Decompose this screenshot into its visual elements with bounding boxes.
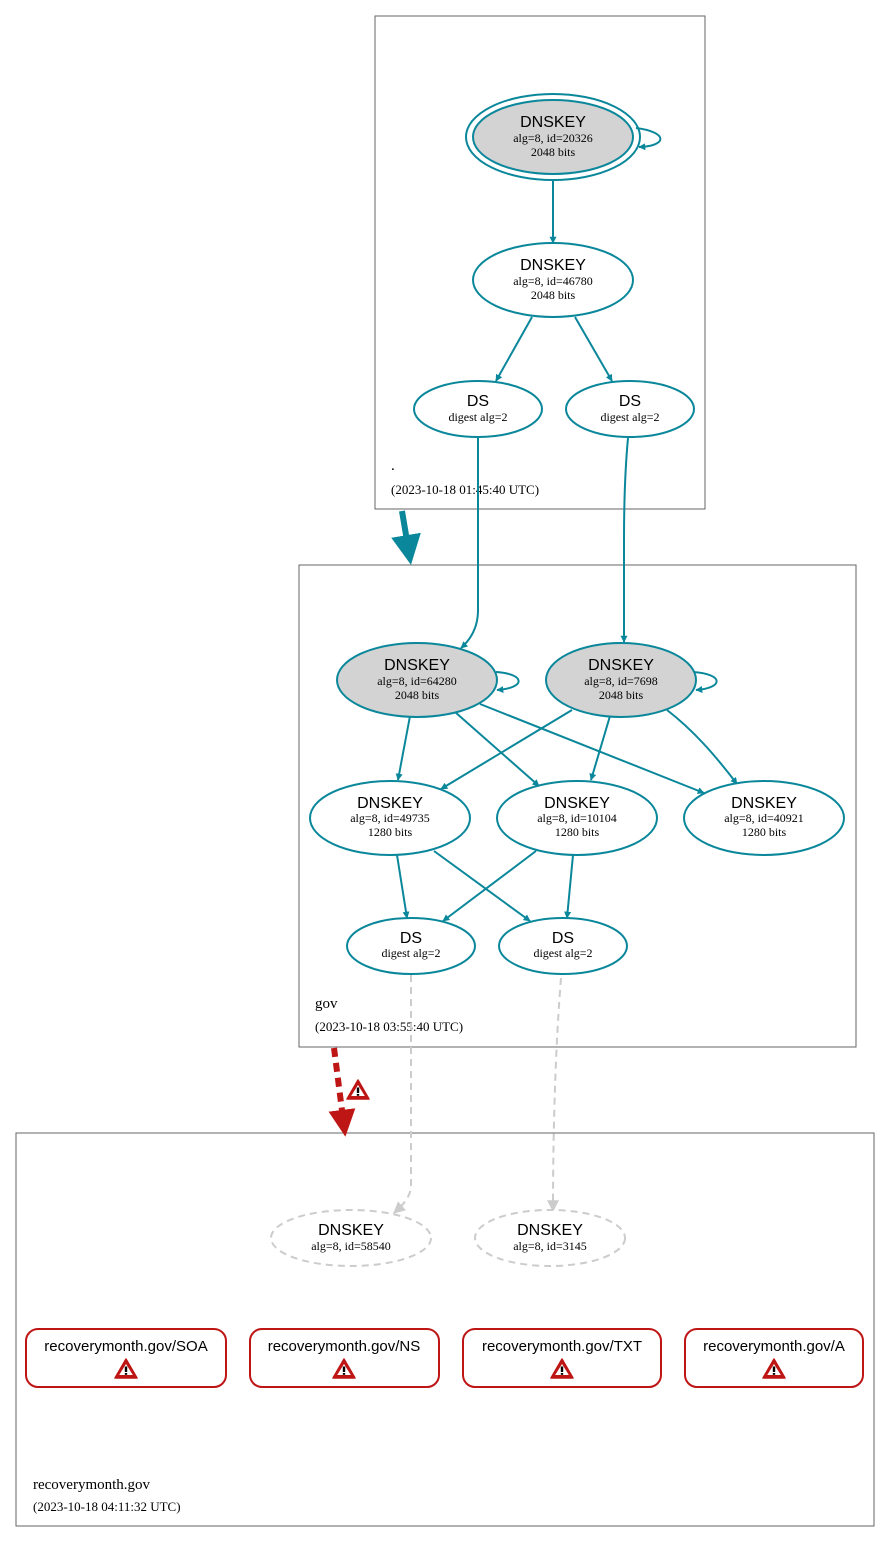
edge-gov-ksk1-self bbox=[495, 671, 520, 694]
edge-root-ds1-to-gov-ksk1 bbox=[460, 438, 479, 649]
rrset-ns: recoverymonth.gov/NS bbox=[249, 1328, 440, 1388]
rrset-a: recoverymonth.gov/A bbox=[684, 1328, 864, 1388]
rrset-a-label: recoverymonth.gov/A bbox=[703, 1338, 845, 1355]
edge-gov-ksk2-to-zsk1 bbox=[440, 709, 573, 790]
node-gov-ksk1-id: alg=8, id=64280 bbox=[377, 674, 457, 688]
node-gov-ksk2-bits: 2048 bits bbox=[599, 688, 644, 702]
node-gov-ds2: DS digest alg=2 bbox=[498, 917, 628, 975]
node-root-zsk-id: alg=8, id=46780 bbox=[513, 274, 593, 288]
node-gov-zsk3: DNSKEY alg=8, id=40921 1280 bits bbox=[683, 780, 845, 856]
zone-recoverymonth-box bbox=[15, 1132, 875, 1527]
node-gov-zsk2-bits: 1280 bits bbox=[555, 825, 600, 839]
delegation-root-to-gov bbox=[391, 510, 421, 565]
node-gov-ksk2: DNSKEY alg=8, id=7698 2048 bits bbox=[545, 642, 697, 718]
node-gov-ds1-digest: digest alg=2 bbox=[381, 946, 440, 960]
rrset-ns-label: recoverymonth.gov/NS bbox=[268, 1338, 421, 1355]
rrset-txt-label: recoverymonth.gov/TXT bbox=[482, 1338, 642, 1355]
node-gov-zsk3-type: DNSKEY bbox=[731, 795, 797, 812]
edge-gov-ksk2-to-zsk2 bbox=[589, 715, 611, 781]
node-rm-key2: DNSKEY alg=8, id=3145 bbox=[474, 1209, 626, 1267]
node-gov-zsk2: DNSKEY alg=8, id=10104 1280 bits bbox=[496, 780, 658, 856]
edge-root-ksk-self bbox=[635, 127, 662, 151]
zone-recoverymonth-name: recoverymonth.gov bbox=[33, 1477, 151, 1493]
node-gov-ds1: DS digest alg=2 bbox=[346, 917, 476, 975]
node-gov-ds2-digest: digest alg=2 bbox=[533, 946, 592, 960]
node-gov-zsk1-id: alg=8, id=49735 bbox=[350, 811, 430, 825]
node-rm-key1-id: alg=8, id=58540 bbox=[311, 1239, 391, 1253]
delegation-warning-icon bbox=[346, 1079, 370, 1100]
node-root-ksk-bits: 2048 bits bbox=[531, 145, 576, 159]
node-root-ds1: DS digest alg=2 bbox=[413, 380, 543, 438]
rrset-soa-label: recoverymonth.gov/SOA bbox=[44, 1338, 207, 1355]
node-root-ds1-type: DS bbox=[467, 393, 489, 410]
node-gov-ksk1-bits: 2048 bits bbox=[395, 688, 440, 702]
edge-gov-zsk1-to-ds2 bbox=[433, 850, 531, 922]
rrset-txt: recoverymonth.gov/TXT bbox=[462, 1328, 662, 1388]
node-rm-key1-type: DNSKEY bbox=[318, 1222, 384, 1239]
node-root-ds2-type: DS bbox=[619, 393, 641, 410]
node-gov-ksk2-type: DNSKEY bbox=[588, 657, 654, 674]
zone-gov-box bbox=[298, 564, 857, 1048]
edge-gov-ds1-to-rm-key1 bbox=[393, 975, 412, 1214]
node-gov-zsk1-type: DNSKEY bbox=[357, 795, 423, 812]
edge-root-ds2-to-gov-ksk2 bbox=[620, 437, 629, 643]
node-root-ds2: DS digest alg=2 bbox=[565, 380, 695, 438]
node-root-ksk-id: alg=8, id=20326 bbox=[513, 131, 593, 145]
edge-gov-zsk2-to-ds2 bbox=[564, 854, 574, 919]
zone-recoverymonth: recoverymonth.gov (2023-10-18 04:11:32 U… bbox=[15, 1132, 875, 1527]
edge-gov-ksk2-to-zsk3 bbox=[666, 709, 738, 785]
node-gov-zsk2-id: alg=8, id=10104 bbox=[537, 811, 617, 825]
node-gov-zsk1-bits: 1280 bits bbox=[368, 825, 413, 839]
node-root-zsk-type: DNSKEY bbox=[520, 257, 586, 274]
zone-gov: gov (2023-10-18 03:55:40 UTC) bbox=[298, 564, 857, 1048]
zone-gov-name: gov bbox=[315, 996, 338, 1012]
node-root-zsk: DNSKEY alg=8, id=46780 2048 bits bbox=[472, 242, 634, 318]
node-rm-key2-type: DNSKEY bbox=[517, 1222, 583, 1239]
zone-root: . (2023-10-18 01:45:40 UTC) bbox=[374, 15, 706, 510]
node-gov-ds2-type: DS bbox=[552, 930, 574, 947]
node-gov-zsk3-id: alg=8, id=40921 bbox=[724, 811, 804, 825]
edge-root-zsk-to-ds1 bbox=[495, 316, 533, 382]
edge-gov-ds2-to-rm-key2 bbox=[547, 977, 562, 1213]
node-gov-ksk1: DNSKEY alg=8, id=64280 2048 bits bbox=[336, 642, 498, 718]
node-root-ksk: DNSKEY alg=8, id=20326 2048 bits bbox=[465, 93, 641, 181]
node-gov-ksk2-id: alg=8, id=7698 bbox=[584, 674, 658, 688]
edges bbox=[328, 127, 738, 1214]
zone-recoverymonth-time: (2023-10-18 04:11:32 UTC) bbox=[33, 1499, 181, 1514]
node-root-ksk-type: DNSKEY bbox=[520, 114, 586, 131]
node-gov-zsk3-bits: 1280 bits bbox=[742, 825, 787, 839]
edge-gov-ksk2-self bbox=[692, 671, 718, 694]
node-root-zsk-bits: 2048 bits bbox=[531, 288, 576, 302]
node-root-ds2-digest: digest alg=2 bbox=[600, 410, 659, 424]
edge-gov-ksk1-to-zsk2 bbox=[454, 711, 540, 787]
edge-root-zsk-to-ds2 bbox=[574, 316, 613, 382]
node-gov-zsk2-type: DNSKEY bbox=[544, 795, 610, 812]
node-gov-ds1-type: DS bbox=[400, 930, 422, 947]
node-rm-key2-id: alg=8, id=3145 bbox=[513, 1239, 587, 1253]
zone-root-name: . bbox=[391, 458, 395, 474]
zone-root-box bbox=[374, 15, 706, 510]
zone-root-time: (2023-10-18 01:45:40 UTC) bbox=[391, 482, 539, 497]
node-gov-zsk1: DNSKEY alg=8, id=49735 1280 bits bbox=[309, 780, 471, 856]
node-rm-key1: DNSKEY alg=8, id=58540 bbox=[270, 1209, 432, 1267]
node-root-ds1-digest: digest alg=2 bbox=[448, 410, 507, 424]
node-gov-ksk1-type: DNSKEY bbox=[384, 657, 450, 674]
edge-gov-zsk2-to-ds1 bbox=[442, 850, 537, 922]
delegation-gov-to-recoverymonth bbox=[328, 1047, 356, 1137]
zone-gov-time: (2023-10-18 03:55:40 UTC) bbox=[315, 1019, 463, 1034]
rrset-soa: recoverymonth.gov/SOA bbox=[25, 1328, 227, 1388]
edge-gov-ksk1-to-zsk1 bbox=[395, 715, 411, 781]
edge-gov-zsk1-to-ds1 bbox=[396, 854, 410, 919]
edge-gov-ksk1-to-zsk3 bbox=[479, 703, 705, 794]
